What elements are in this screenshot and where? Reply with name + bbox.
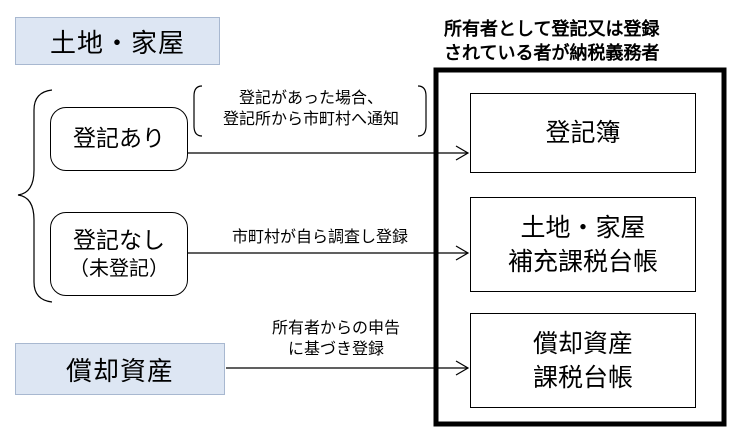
node-unregistered-label: 登記なし — [73, 228, 165, 255]
category-land-house: 土地・家屋 — [15, 17, 220, 65]
category-depreciable-assets: 償却資産 — [15, 343, 225, 395]
ledger-supplementary-line1: 土地・家屋 — [520, 212, 646, 242]
notice-right-bracket — [417, 85, 427, 137]
ledger-depreciable-line2: 課税台帳 — [532, 362, 633, 392]
ledger-supplementary-line2: 補充課税台帳 — [507, 246, 658, 276]
edge-label-depreciable-line2: に基づき登録 — [287, 338, 384, 358]
header-line-1: 所有者として登記又は登録 — [444, 19, 660, 40]
notice-left-bracket — [193, 85, 203, 137]
arrow-registered — [188, 145, 470, 161]
ledger-depreciable: 償却資産 課税台帳 — [470, 313, 696, 408]
ledger-registry-label: 登記簿 — [545, 118, 621, 148]
node-unregistered: 登記なし （未登記） — [50, 212, 188, 296]
ledger-supplementary: 土地・家屋 補充課税台帳 — [470, 197, 696, 292]
node-unregistered-sublabel: （未登記） — [69, 255, 169, 280]
edge-label-registered: 登記があった場合、 登記所から市町村へ通知 — [200, 88, 422, 130]
edge-label-unregistered: 市町村が自ら調査し登録 — [231, 227, 408, 246]
edge-label-depreciable-line1: 所有者からの申告 — [271, 318, 400, 337]
ledger-depreciable-line1: 償却資産 — [532, 328, 633, 358]
node-registered-label: 登記あり — [73, 125, 165, 152]
arrow-depreciable — [226, 360, 470, 376]
ledger-registry: 登記簿 — [470, 93, 696, 173]
arrow-unregistered — [188, 245, 470, 261]
edge-label-depreciable: 所有者からの申告 に基づき登録 — [236, 318, 436, 360]
edge-label-registered-line2: 登記所から市町村へ通知 — [222, 108, 399, 128]
node-registered: 登記あり — [50, 107, 188, 171]
edge-label-registered-line1: 登記があった場合、 — [238, 88, 383, 107]
taxpayer-frame — [433, 67, 727, 427]
left-curly-bracket — [17, 89, 53, 303]
header-line-2: されている者が納税義務者 — [444, 43, 660, 64]
